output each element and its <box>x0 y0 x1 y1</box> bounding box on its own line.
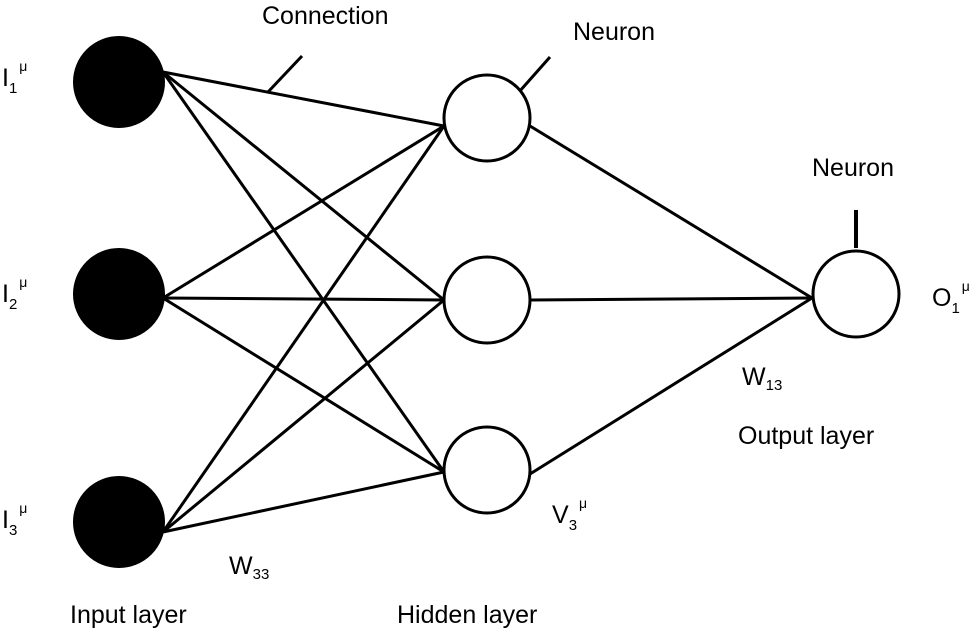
connection-label: Connection <box>262 2 388 30</box>
input-symbol-3: I3μ <box>2 500 27 539</box>
connection-i3-h2 <box>162 298 445 534</box>
connection-i1-h3 <box>161 71 446 473</box>
output-neuron <box>811 249 901 339</box>
connection-h1-o1 <box>529 124 813 300</box>
input-hidden-connections <box>161 70 446 534</box>
connection-i1-h2 <box>162 70 445 302</box>
input-neuron-3 <box>73 476 165 568</box>
hidden-neuron-2 <box>442 255 532 345</box>
input-symbol-1: I1μ <box>2 58 27 97</box>
connection-h2-o1 <box>529 296 813 302</box>
connection-i1-h1 <box>162 70 445 128</box>
output-layer-label: Output layer <box>738 422 874 450</box>
hidden-neuron-label: Neuron <box>573 18 655 46</box>
input-neuron-2 <box>73 248 165 340</box>
input-neuron-1 <box>73 36 165 128</box>
connection-i3-h1 <box>161 125 446 533</box>
hidden-value-symbol: V3μ <box>552 495 587 534</box>
connection-i2-h2 <box>162 296 445 302</box>
output-symbol: O1μ <box>932 278 970 317</box>
hidden-neuron-pointer <box>517 56 552 93</box>
input-symbol-2: I2μ <box>2 274 27 313</box>
output-neuron-label: Neuron <box>812 154 894 182</box>
weight-w33-label: W33 <box>229 552 269 583</box>
hidden-layer-label: Hidden layer <box>397 601 537 629</box>
connection-i3-h3 <box>162 470 445 534</box>
hidden-neuron-3 <box>442 425 532 515</box>
input-layer-label: Input layer <box>70 601 187 629</box>
weight-w13-label: W13 <box>742 363 782 394</box>
connection-pointer <box>266 54 304 94</box>
hidden-neuron-1 <box>442 73 532 163</box>
hidden-output-connections <box>529 124 813 476</box>
connection-i2-h1 <box>162 124 445 300</box>
connection-h3-o1 <box>529 296 813 476</box>
connection-i2-h3 <box>162 296 445 474</box>
